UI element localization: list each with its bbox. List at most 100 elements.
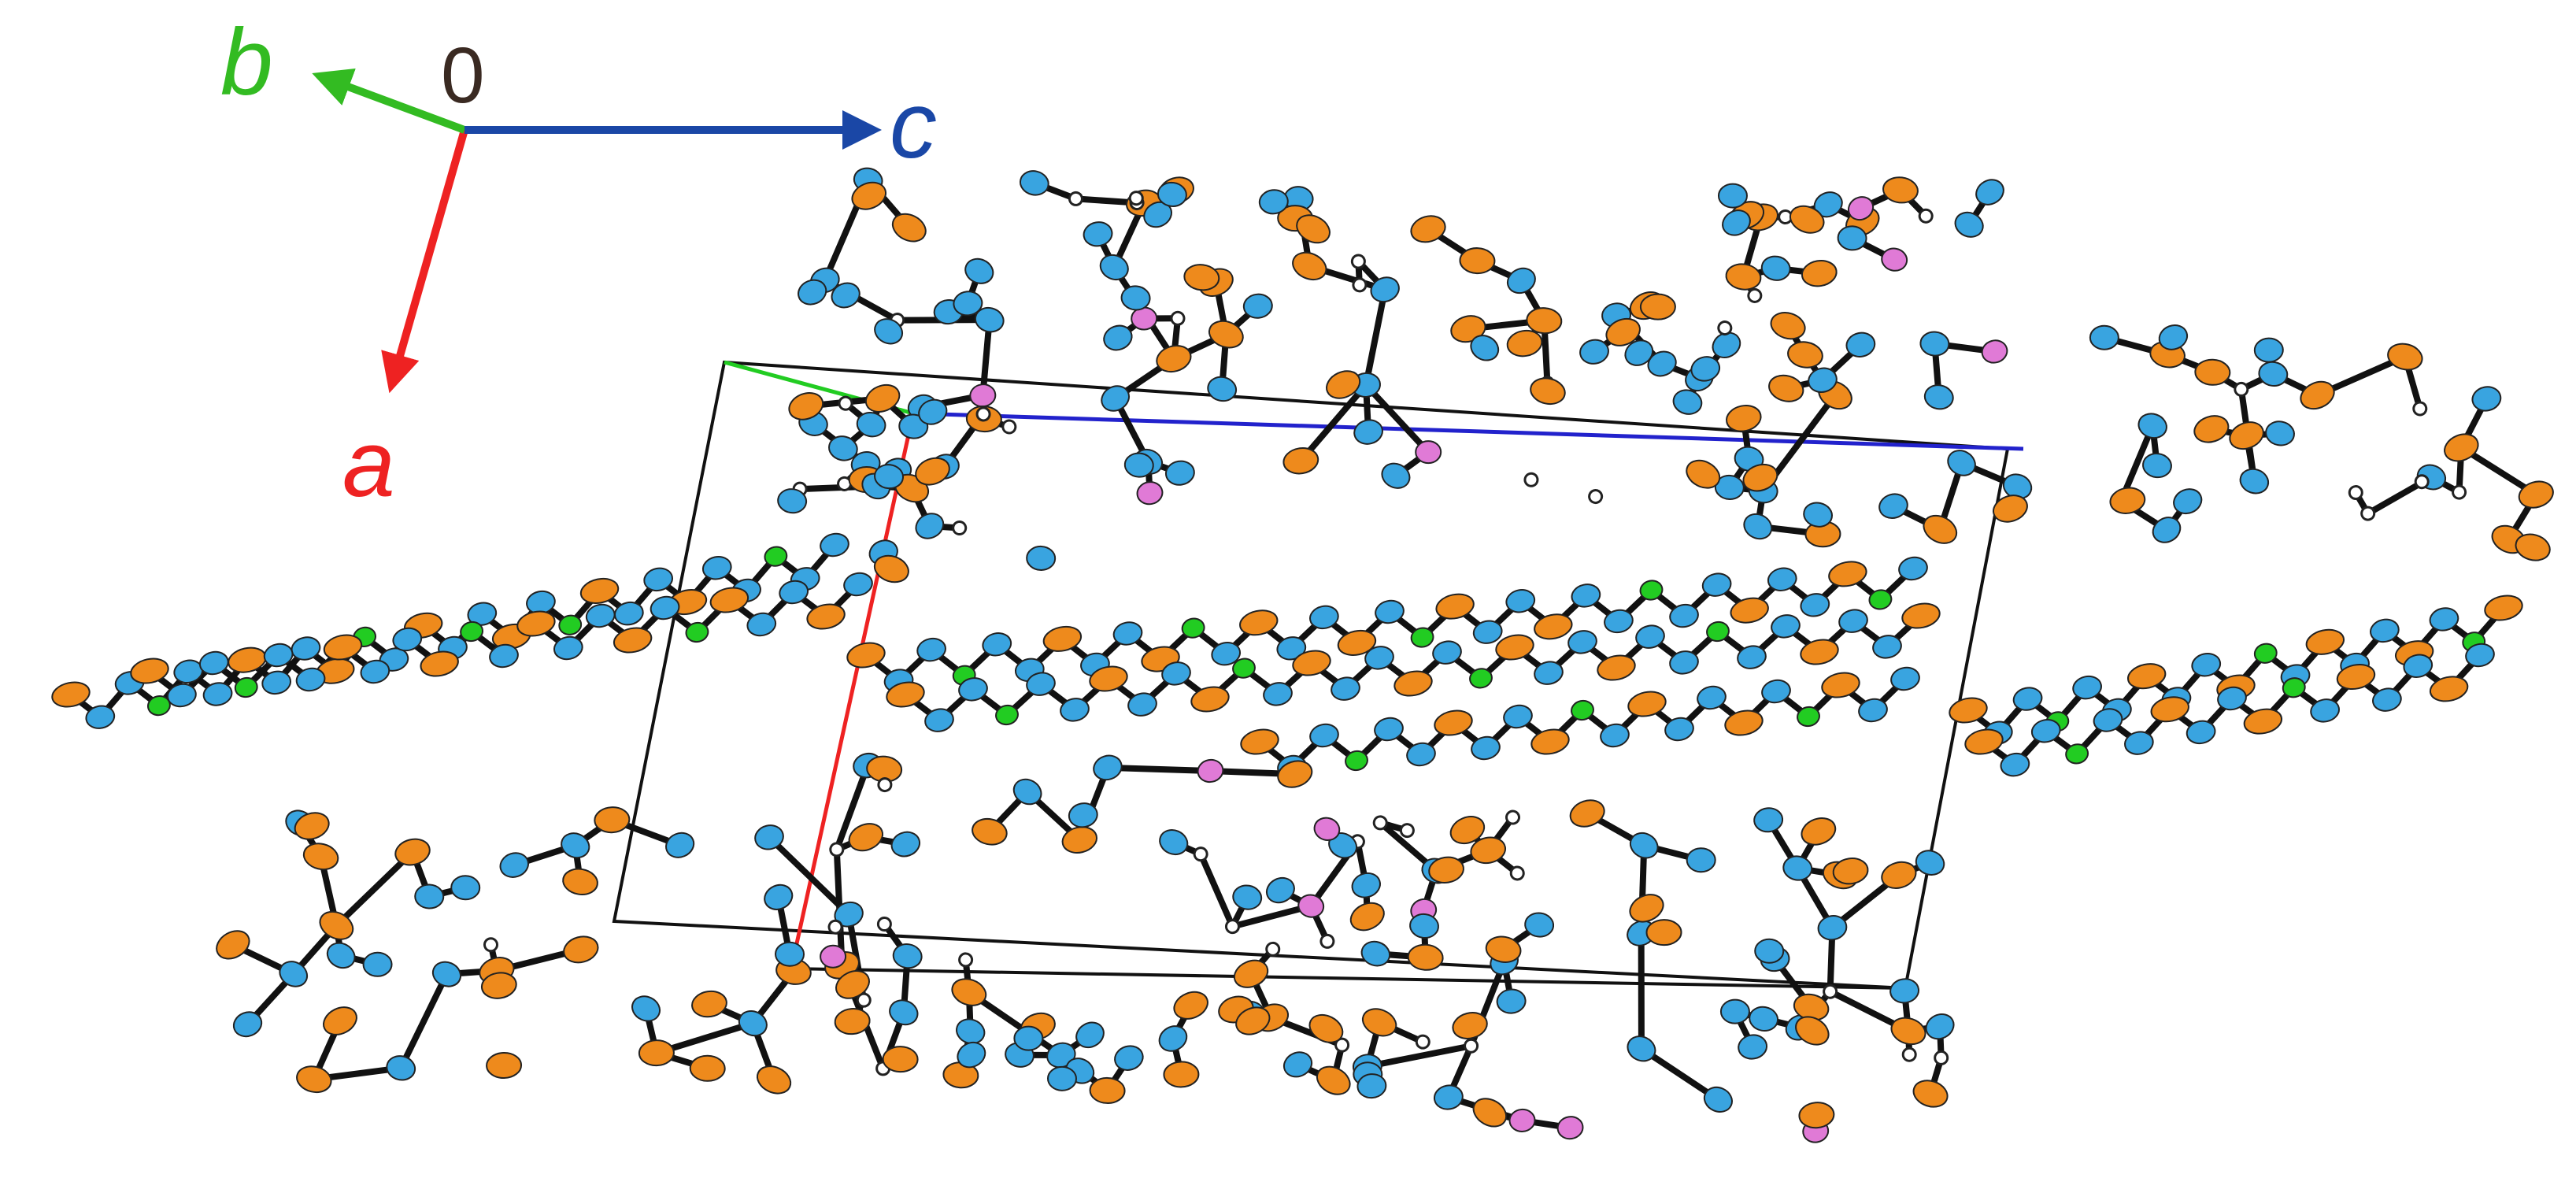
carbon-atom xyxy=(431,961,462,987)
oxygen-atom xyxy=(1183,264,1220,291)
bond xyxy=(1638,1045,1722,1103)
oxygen-atom xyxy=(1316,1065,1351,1095)
oxygen-atom xyxy=(848,823,884,852)
carbon-atom xyxy=(1701,572,1732,597)
carbon-atom xyxy=(499,852,529,878)
carbon-atom xyxy=(1258,189,1289,215)
hydrogen-atom xyxy=(975,406,991,422)
carbon-atom xyxy=(1503,704,1533,729)
metal-atom xyxy=(764,546,788,567)
carbon-atom xyxy=(1889,978,1920,1004)
carbon-atom xyxy=(1669,603,1699,628)
carbon-atom xyxy=(1120,285,1151,311)
oxygen-atom xyxy=(709,587,749,613)
carbon-atom xyxy=(1672,389,1703,415)
carbon-atom xyxy=(2158,324,2189,350)
carbon-atom xyxy=(1817,915,1848,941)
oxygen-atom xyxy=(1208,320,1244,349)
metal-atom xyxy=(1706,620,1730,643)
oxygen-atom xyxy=(1349,902,1385,932)
oxygen-atom xyxy=(1089,1076,1126,1104)
metal-atom xyxy=(1868,589,1893,610)
oxygen-atom xyxy=(788,392,824,420)
oxygen-atom xyxy=(1821,672,1860,698)
axis-c-label: c xyxy=(890,72,937,178)
carbon-atom xyxy=(1734,446,1764,472)
oxygen-atom xyxy=(2109,487,2146,514)
hydrogen-atom xyxy=(2414,474,2430,490)
oxygen-atom xyxy=(2305,628,2345,655)
carbon-atom xyxy=(874,464,904,490)
carbon-atom xyxy=(263,643,294,668)
carbon-atom xyxy=(2030,719,2061,743)
oxygen-atom xyxy=(1832,858,1869,885)
carbon-atom xyxy=(828,435,858,461)
oxygen-atom xyxy=(1742,463,1778,492)
oxygen-atom xyxy=(1534,613,1573,640)
carbon-atom xyxy=(2152,517,2182,543)
carbon-atom xyxy=(2089,324,2119,350)
carbon-atom xyxy=(2403,654,2434,678)
oxygen-atom xyxy=(1452,1012,1488,1039)
carbon-atom xyxy=(2093,708,2123,732)
axis-origin-label: 0 xyxy=(441,31,485,120)
carbon-atom xyxy=(1364,646,1394,670)
boron-atom xyxy=(1313,817,1341,842)
carbon-atom xyxy=(1353,419,1383,445)
carbon-atom xyxy=(1719,998,1750,1024)
hydrogen-atom xyxy=(829,842,845,858)
boron-atom xyxy=(1556,1116,1584,1140)
bond xyxy=(1197,850,1236,930)
oxygen-atom xyxy=(1964,728,2004,755)
carbon-atom xyxy=(2370,618,2400,643)
oxygen-atom xyxy=(1645,919,1682,946)
carbon-atom xyxy=(898,413,929,439)
boron-atom xyxy=(1415,440,1442,465)
oxygen-atom xyxy=(1770,312,1806,340)
carbon-atom xyxy=(1669,650,1699,675)
carbon-atom xyxy=(889,999,919,1026)
oxygen-atom xyxy=(1235,1006,1271,1035)
oxygen-atom xyxy=(846,642,886,669)
hydrogen-atom xyxy=(2360,506,2376,521)
oxygen-atom xyxy=(1923,514,1958,544)
oxygen-atom xyxy=(2518,480,2554,509)
oxygen-atom xyxy=(873,554,909,583)
oxygen-atom xyxy=(1337,629,1377,656)
carbon-atom xyxy=(1496,988,1527,1014)
oxygen-atom xyxy=(2193,415,2230,443)
carbon-atom xyxy=(1159,829,1189,856)
carbon-atom xyxy=(2372,687,2402,712)
metal-atom xyxy=(234,676,258,698)
carbon-atom xyxy=(2137,413,2167,439)
carbon-atom xyxy=(1068,802,1098,828)
carbon-atom xyxy=(915,513,945,539)
carbon-atom xyxy=(2142,453,2172,479)
carbon-atom xyxy=(1567,630,1597,654)
metal-atom xyxy=(460,620,484,643)
carbon-atom xyxy=(362,951,393,977)
hydrogen-atom xyxy=(1509,865,1525,881)
carbon-atom xyxy=(2471,386,2502,412)
carbon-atom xyxy=(1276,636,1307,661)
boron-atom xyxy=(1136,481,1164,506)
hydrogen-atom xyxy=(1415,1034,1430,1050)
carbon-atom xyxy=(1635,624,1665,649)
hydrogen-atom xyxy=(958,952,974,968)
carbon-atom xyxy=(1161,661,1191,686)
carbon-atom xyxy=(1898,556,1928,581)
oxygen-atom xyxy=(516,610,556,637)
hydrogen-atom xyxy=(1068,191,1083,206)
carbon-atom xyxy=(1878,493,1908,519)
oxygen-atom xyxy=(1993,495,2028,523)
oxygen-atom xyxy=(1163,1061,1200,1088)
carbon-atom xyxy=(892,943,923,969)
carbon-atom xyxy=(1737,645,1767,669)
carbon-atom xyxy=(1083,221,1113,247)
carbon-atom xyxy=(1743,513,1773,540)
oxygen-atom xyxy=(1239,609,1279,636)
carbon-atom xyxy=(2124,731,2154,755)
boron-atom xyxy=(1197,758,1224,783)
boron-atom xyxy=(1881,247,1908,272)
carbon-atom xyxy=(2191,653,2222,677)
